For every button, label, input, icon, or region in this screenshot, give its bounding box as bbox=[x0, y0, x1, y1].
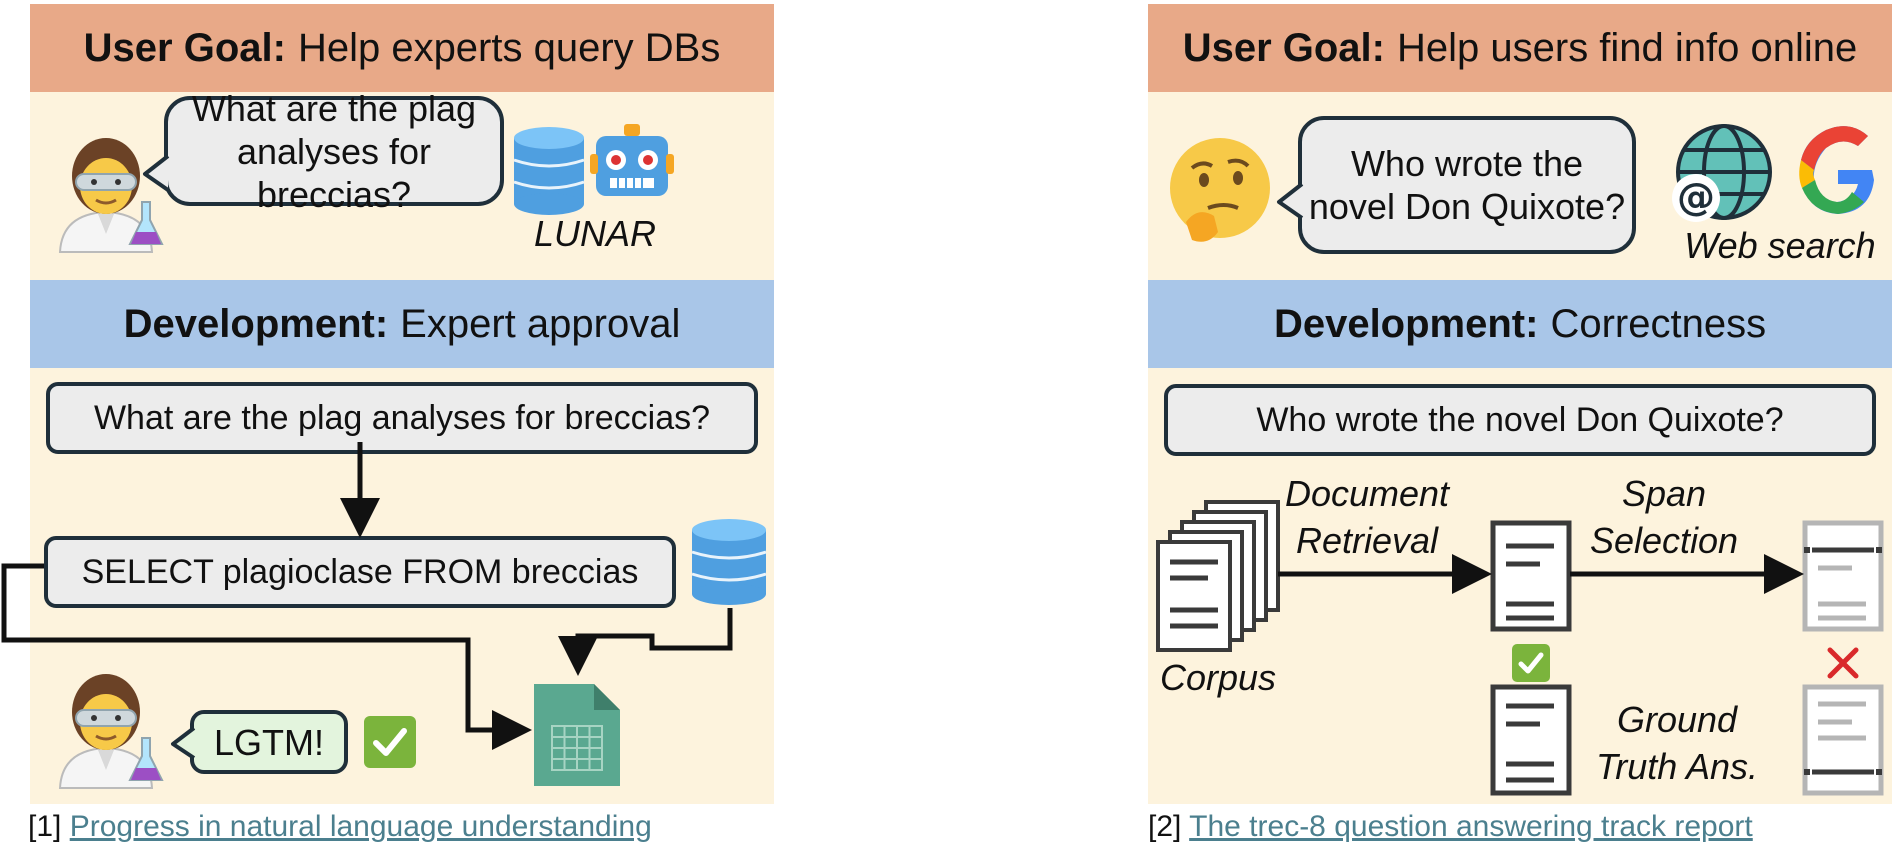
query-box: Who wrote the novel Don Quixote? bbox=[1164, 384, 1876, 456]
globe-icon: @ bbox=[1672, 124, 1772, 222]
ground-truth-span-document-icon bbox=[1802, 684, 1884, 796]
user-goal-header: User Goal: Help users find info online bbox=[1148, 4, 1892, 92]
reference-right: [2] The trec-8 question answering track … bbox=[1148, 810, 1753, 844]
development-text: Expert approval bbox=[400, 301, 681, 346]
goal-text: Help experts query DBs bbox=[297, 25, 721, 70]
corpus-label: Corpus bbox=[1159, 657, 1277, 698]
development-header: Development: Expert approval bbox=[30, 280, 774, 368]
selected-span-document-icon bbox=[1802, 520, 1884, 632]
sql-box: SELECT plagioclase FROM breccias bbox=[44, 536, 676, 608]
scientist-icon bbox=[58, 138, 164, 253]
google-logo-icon bbox=[1799, 126, 1874, 214]
lunar-label: LUNAR bbox=[533, 213, 657, 254]
svg-text:@: @ bbox=[1677, 175, 1715, 219]
scientist-icon bbox=[58, 674, 164, 789]
check-icon bbox=[364, 716, 416, 768]
goal-label: User Goal: bbox=[83, 25, 286, 70]
development-header: Development: Correctness bbox=[1148, 280, 1892, 368]
goal-label: User Goal: bbox=[1182, 25, 1385, 70]
query-box: What are the plag analyses for breccias? bbox=[46, 382, 758, 454]
ref-number: [1] bbox=[28, 810, 62, 843]
cross-icon bbox=[1827, 647, 1859, 679]
user-question-bubble: Who wrote the novel Don Quixote? bbox=[1298, 116, 1636, 254]
reference-left: [1] Progress in natural language underst… bbox=[28, 810, 652, 844]
user-question-bubble: What are the plag analyses for breccias? bbox=[164, 88, 504, 215]
user-goal-header: User Goal: Help experts query DBs bbox=[30, 4, 774, 92]
left-panel: User Goal: Help experts query DBs What a… bbox=[30, 4, 774, 804]
ground-truth-document-icon bbox=[1490, 684, 1572, 796]
database-icon bbox=[513, 127, 585, 215]
retrieved-document-icon bbox=[1490, 520, 1572, 632]
robot-icon bbox=[590, 124, 674, 196]
development-label: Development: bbox=[123, 301, 389, 346]
development-text: Correctness bbox=[1550, 301, 1767, 346]
reference-link[interactable]: The trec-8 question answering track repo… bbox=[1189, 810, 1753, 843]
bubble-tail bbox=[1277, 182, 1304, 220]
ground-truth-label: Ground Truth Ans. bbox=[1595, 699, 1759, 787]
ref-number: [2] bbox=[1148, 810, 1182, 843]
thinking-face-icon bbox=[1170, 138, 1270, 242]
reference-link[interactable]: Progress in natural language understandi… bbox=[69, 810, 652, 843]
document-retrieval-label: Document Retrieval bbox=[1284, 473, 1450, 561]
database-icon bbox=[691, 519, 767, 605]
check-icon bbox=[1512, 644, 1550, 682]
corpus-documents-icon bbox=[1156, 500, 1280, 652]
bubble-tail bbox=[171, 726, 196, 760]
development-label: Development: bbox=[1273, 301, 1539, 346]
bubble-tail bbox=[143, 154, 170, 192]
web-search-label: Web search bbox=[1684, 225, 1876, 266]
right-panel: User Goal: Help users find info online W… bbox=[1148, 4, 1892, 804]
reply-bubble: LGTM! bbox=[190, 710, 348, 774]
goal-text: Help users find info online bbox=[1397, 25, 1858, 70]
span-selection-label: Span Selection bbox=[1589, 473, 1739, 561]
spreadsheet-icon bbox=[534, 684, 620, 786]
